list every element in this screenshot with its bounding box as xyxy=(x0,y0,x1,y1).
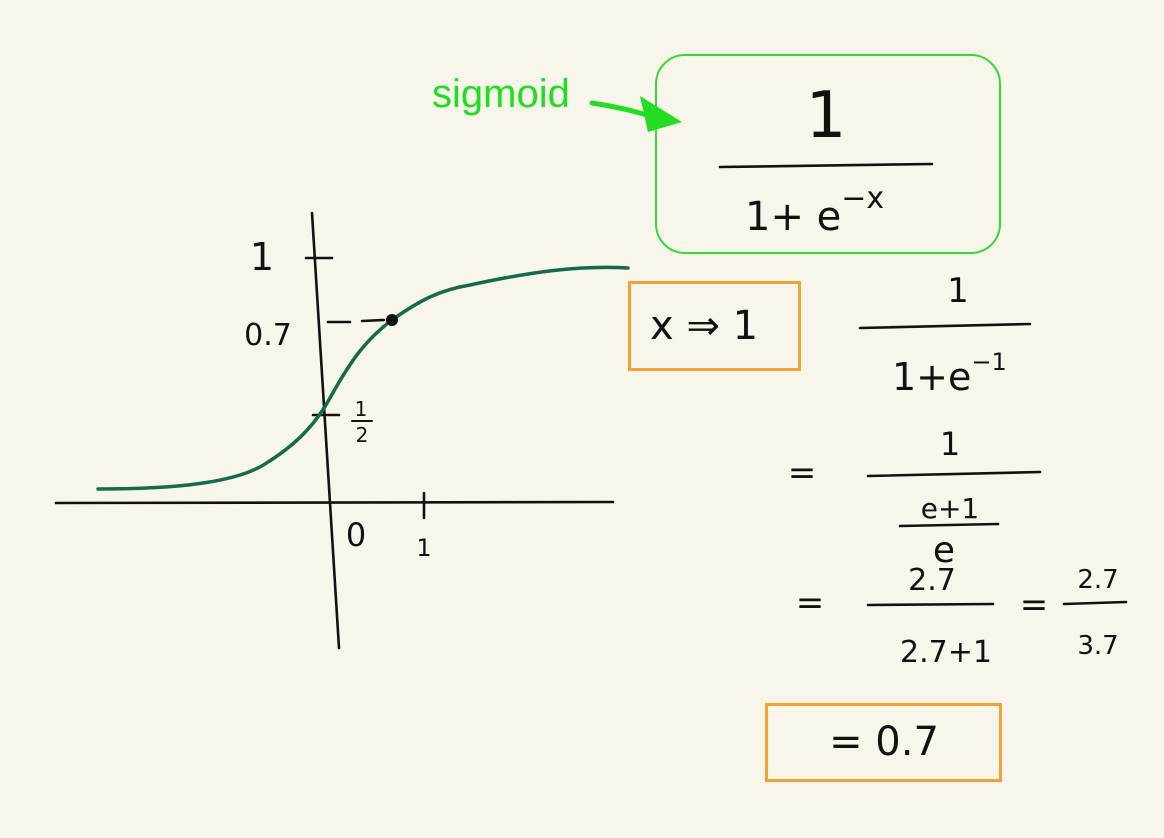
step2-numerator: 1 xyxy=(940,425,960,463)
arrow-icon xyxy=(589,96,682,132)
y-axis xyxy=(310,211,341,650)
formula-denominator-base: 1+ e xyxy=(745,194,841,240)
y-tick-mark-07b xyxy=(360,318,386,323)
input-box xyxy=(628,281,801,371)
step2-equals: = xyxy=(788,453,817,493)
y-tick-label-1: 1 xyxy=(250,235,274,279)
y-tick-label-07: 0.7 xyxy=(244,318,292,353)
formula-numerator: 1 xyxy=(806,79,847,153)
step1-denominator-exponent: −1 xyxy=(971,348,1006,376)
result-box xyxy=(765,703,1002,782)
half-label-denominator: 2 xyxy=(356,423,369,447)
sigmoid-curve xyxy=(96,265,630,491)
step3-denominator: 2.7+1 xyxy=(900,635,992,670)
step3b-denominator: 3.7 xyxy=(1077,631,1118,661)
step2-inner-numerator: e+1 xyxy=(921,492,980,525)
formula-denominator: 1+ e−x xyxy=(745,181,884,240)
formula-box xyxy=(655,54,1001,254)
formula-denominator-exponent: −x xyxy=(841,181,884,216)
step3-numerator: 2.7 xyxy=(908,563,956,598)
step2-fraction-bar xyxy=(866,470,1042,478)
result-text: = 0.7 xyxy=(829,719,939,765)
x-tick-label-1: 1 xyxy=(416,534,431,562)
step3b-equals: = xyxy=(1020,585,1049,625)
step3b-fraction-bar xyxy=(1062,600,1128,606)
step2-inner-bar xyxy=(898,522,1000,528)
x-origin-label: 0 xyxy=(346,516,366,554)
x-axis xyxy=(54,500,615,505)
step1-denominator: 1+e−1 xyxy=(892,348,1007,399)
step3-equals: = xyxy=(796,583,825,623)
curve-point-07 xyxy=(386,314,398,326)
half-label-numerator: 1 xyxy=(355,397,368,421)
input-text: x ⇒ 1 xyxy=(650,303,758,349)
step3-fraction-bar xyxy=(866,602,995,607)
step3b-numerator: 2.7 xyxy=(1077,565,1118,595)
sigmoid-label: sigmoid xyxy=(432,72,570,116)
step1-fraction-bar xyxy=(858,322,1032,330)
formula-fraction-bar xyxy=(718,162,934,169)
step1-denominator-base: 1+e xyxy=(892,355,971,399)
step1-numerator: 1 xyxy=(947,271,969,311)
step2-inner-denominator: e xyxy=(933,530,955,571)
